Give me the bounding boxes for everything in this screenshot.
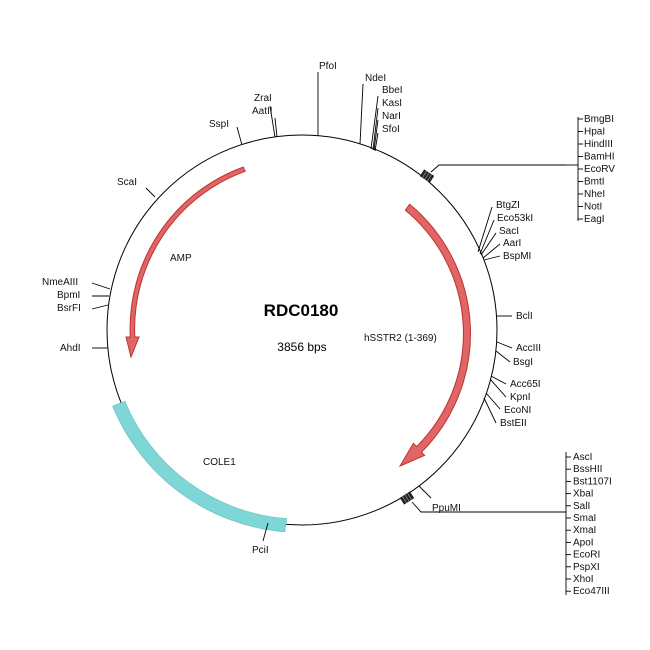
- cole1-feature-outline: [112, 400, 288, 533]
- bsgi-label: BsgI: [513, 357, 533, 368]
- zrai-leader: [269, 105, 276, 138]
- saci-label: SacI: [499, 226, 519, 237]
- aatii-leader: [274, 117, 278, 138]
- mcs2-site-label: XmaI: [573, 525, 596, 536]
- bspmi-label: BspMI: [503, 251, 531, 262]
- mcs2-marker: [399, 491, 415, 505]
- mcs2-site-label: AscI: [573, 452, 592, 463]
- nmeaiii-label: NmeAIII: [42, 277, 78, 288]
- btgzi-label: BtgZI: [496, 200, 520, 211]
- nari-leader: [373, 119, 379, 151]
- mcs2-site-label: Bst1107I: [573, 476, 612, 487]
- mcs1-site-label: BamHI: [584, 152, 615, 163]
- bsrfi-label: BsrFI: [57, 303, 81, 314]
- acc65i-leader: [490, 375, 507, 385]
- kasi-leader: [372, 107, 379, 151]
- sspi-label: SspI: [209, 119, 229, 130]
- mcs2-site-label: XbaI: [573, 489, 594, 500]
- backbone-circle: [106, 134, 498, 526]
- pcii-leader: [262, 522, 269, 542]
- ppumi-label: PpuMI: [432, 503, 461, 514]
- amp-feature-arrow: [125, 166, 246, 359]
- mcs1-site-label: NheI: [584, 189, 605, 200]
- plasmid-name: RDC0180: [264, 301, 339, 320]
- acc65i-label: Acc65I: [510, 379, 541, 390]
- bbei-leader: [370, 95, 379, 150]
- ndei-label: NdeI: [365, 73, 386, 84]
- bsteii-leader: [483, 397, 497, 424]
- econi-label: EcoNI: [504, 405, 531, 416]
- eco53ki-leader: [479, 219, 495, 255]
- mcs2-site-label: SalI: [573, 501, 590, 512]
- mcs2-site-label: Eco47III: [573, 586, 610, 597]
- mcs2-site-label: PspXI: [573, 562, 600, 573]
- mcs2-site-label: SmaI: [573, 513, 596, 524]
- bsteii-label: BstEII: [500, 418, 527, 429]
- econi-leader: [485, 392, 501, 410]
- mcs1-site-label: HpaI: [584, 127, 605, 138]
- mcs1-site-label: EcoRV: [584, 164, 615, 175]
- amp-label: AMP: [170, 253, 192, 264]
- nmeaiii-leader: [91, 282, 111, 290]
- pfoi-label: PfoI: [319, 61, 337, 72]
- bbei-label: BbeI: [382, 85, 403, 96]
- mcs1-site-label: BmgBI: [584, 114, 614, 125]
- kpni-label: KpnI: [510, 392, 531, 403]
- bsrfi-leader: [91, 304, 109, 310]
- bsgi-leader: [495, 350, 511, 363]
- saci-leader: [480, 232, 497, 256]
- pcii-label: PciI: [252, 545, 269, 556]
- aatii-label: AatII: [252, 106, 273, 117]
- mcs1-site-label: HindIII: [584, 139, 613, 150]
- bpmi-label: BpmI: [57, 290, 80, 301]
- kasi-label: KasI: [382, 98, 402, 109]
- scai-label: ScaI: [117, 177, 137, 188]
- acciii-label: AccIII: [516, 343, 541, 354]
- mcs1-leader: [430, 164, 566, 173]
- btgzi-leader: [477, 206, 493, 253]
- mcs1-site-label: BmtI: [584, 177, 605, 188]
- cole1-feature-band: [112, 401, 287, 532]
- bspmi-leader: [483, 255, 501, 261]
- mcs2-site-label: BssHII: [573, 464, 602, 475]
- mcs1-site-label: NotI: [584, 202, 602, 213]
- ppumi-leader: [418, 485, 432, 499]
- kpni-leader: [489, 378, 507, 398]
- eco53ki-label: Eco53kI: [497, 213, 533, 224]
- cole1-label: COLE1: [203, 457, 236, 468]
- aari-label: AarI: [503, 238, 521, 249]
- ndei-leader: [359, 83, 364, 145]
- hsstr2-label: hSSTR2 (1-369): [364, 333, 437, 344]
- mcs2-site-label: EcoRI: [573, 550, 600, 561]
- sfoi-label: SfoI: [382, 124, 400, 135]
- ahdi-label: AhdI: [60, 343, 81, 354]
- zrai-label: ZraI: [254, 93, 272, 104]
- mcs2-leader: [411, 501, 566, 513]
- mcs1-site-label: EagI: [584, 214, 605, 225]
- mcs1-marker: [419, 169, 435, 183]
- acciii-leader: [496, 341, 513, 349]
- hsstr2-feature-arrow: [398, 203, 471, 468]
- sspi-leader: [236, 126, 243, 146]
- aari-leader: [482, 243, 501, 259]
- sfoi-leader: [374, 132, 379, 152]
- bcli-label: BclI: [516, 311, 533, 322]
- nari-label: NarI: [382, 111, 401, 122]
- mcs2-site-label: XhoI: [573, 574, 594, 585]
- plasmid-size: 3856 bps: [277, 340, 326, 354]
- mcs2-site-label: ApoI: [573, 537, 594, 548]
- scai-leader: [145, 187, 156, 198]
